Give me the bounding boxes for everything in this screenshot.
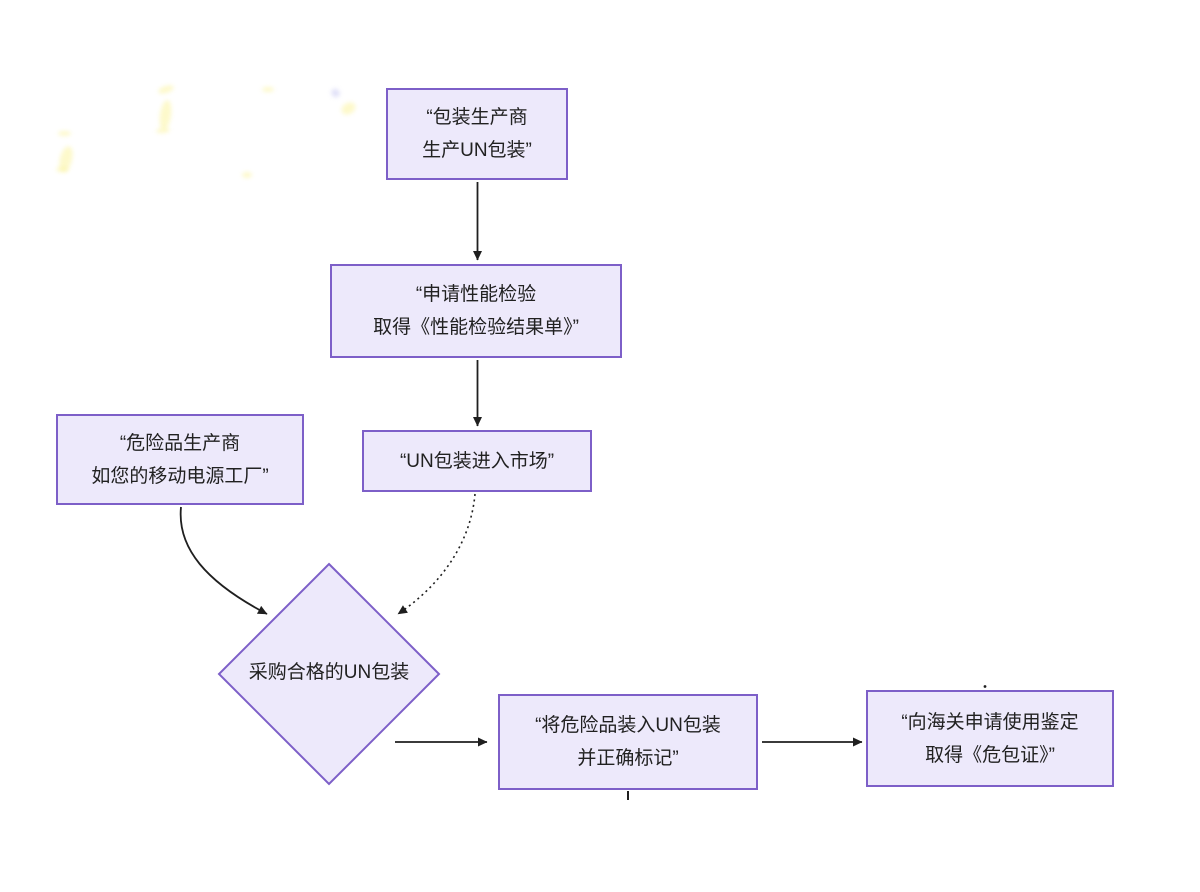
node-market-entry: “UN包装进入市场” xyxy=(362,430,592,492)
node-label: “UN包装进入市场” xyxy=(399,450,555,472)
node-purchase-decision-label: 采购合格的UN包装 xyxy=(248,662,410,683)
node-label: “将危险品装入UN包装 xyxy=(535,715,721,736)
node-packaging-producer: “包装生产商 生产UN包装” xyxy=(386,88,568,180)
node-dg-manufacturer: “危险品生产商 如您的移动电源工厂” xyxy=(56,414,304,505)
diamond-purchase-decision xyxy=(217,562,441,786)
node-label: 并正确标记” xyxy=(577,748,679,769)
node-label: 取得《性能检验结果单》” xyxy=(373,317,579,338)
node-label: 如您的移动电源工厂” xyxy=(91,465,269,487)
node-fill-and-mark: “将危险品装入UN包装 并正确标记” xyxy=(498,694,758,790)
node-label: “向海关申请使用鉴定 xyxy=(901,711,1079,733)
node-label: 取得《危包证》” xyxy=(925,744,1055,766)
node-label: 生产UN包装” xyxy=(422,140,532,161)
node-label: “申请性能检验 xyxy=(415,284,537,305)
node-performance-inspection: “申请性能检验 取得《性能检验结果单》” xyxy=(330,264,622,358)
node-customs-certificate: “向海关申请使用鉴定 取得《危包证》” xyxy=(866,690,1114,787)
edge-market-to-decision-dotted xyxy=(397,493,476,615)
node-label: “危险品生产商 xyxy=(119,432,241,454)
node-label: “包装生产商 xyxy=(426,107,528,128)
edge-dot xyxy=(983,685,987,688)
edge-manufacturer-to-decision xyxy=(179,506,268,615)
